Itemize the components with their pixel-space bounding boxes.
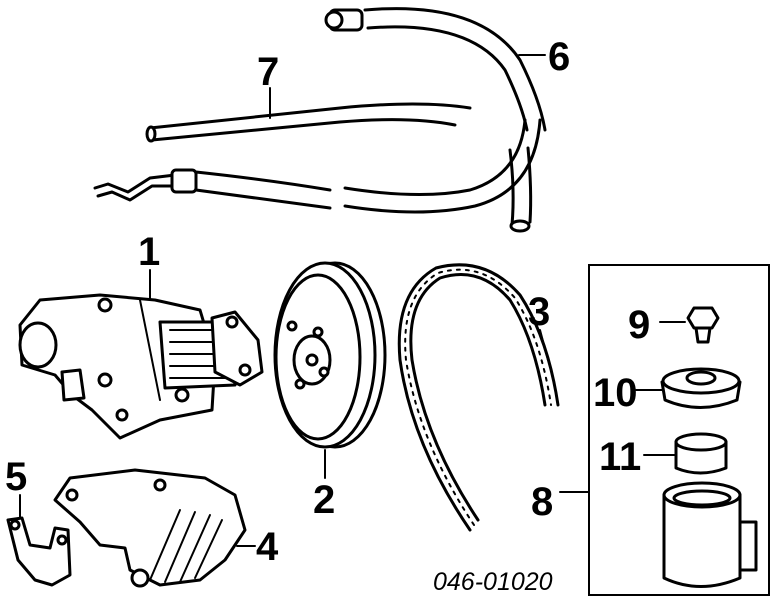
callout-3: 3 bbox=[528, 290, 550, 334]
part-6-pressure-hose bbox=[324, 7, 547, 233]
part-1-steering-pump bbox=[18, 269, 264, 440]
diagram-code: 046-01020 bbox=[433, 568, 553, 596]
part-11-filter bbox=[643, 432, 728, 475]
part-7-return-hose bbox=[93, 102, 542, 214]
callout-8: 8 bbox=[531, 480, 553, 524]
callout-5: 5 bbox=[5, 455, 27, 499]
part-10-reservoir-cap bbox=[635, 367, 742, 409]
part-4-mounting-bracket bbox=[53, 468, 256, 588]
callout-4: 4 bbox=[256, 525, 279, 569]
callout-6: 6 bbox=[548, 35, 570, 79]
part-3-drive-belt bbox=[397, 263, 560, 532]
callout-1: 1 bbox=[138, 230, 160, 274]
part-8-reservoir-assembly bbox=[559, 264, 770, 596]
callout-11: 11 bbox=[599, 435, 641, 479]
part-9-cap-nut bbox=[659, 306, 720, 344]
callout-10: 10 bbox=[593, 371, 638, 415]
callout-2: 2 bbox=[313, 478, 335, 522]
part-5-small-bracket bbox=[6, 494, 72, 587]
reservoir-body bbox=[662, 481, 758, 588]
part-2-pulley bbox=[273, 261, 387, 479]
callout-7: 7 bbox=[257, 50, 279, 94]
callout-9: 9 bbox=[628, 303, 650, 347]
